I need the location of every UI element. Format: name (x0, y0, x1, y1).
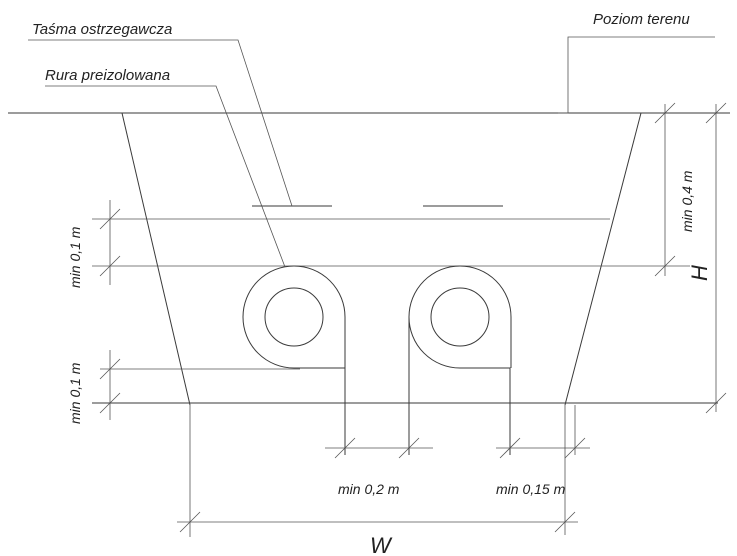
trench-right-wall (564, 112, 642, 406)
leader-warning-tape (28, 39, 293, 207)
leader-preizolowana (45, 85, 286, 268)
preinsulated-pipe-left (242, 265, 346, 455)
label-dim-pipe-to-bottom: min 0,1 m (67, 362, 83, 424)
label-dim-side-gap: min 0,15 m (496, 481, 566, 497)
leader-ground-level (558, 36, 715, 114)
trench-left-wall (121, 112, 191, 406)
pipe-right-inner (430, 287, 490, 347)
label-warning-tape: Taśma ostrzegawcza (32, 21, 172, 38)
label-ground-level: Poziom terenu (593, 11, 690, 28)
preinsulated-pipe-right (408, 265, 512, 455)
label-preinsulated-pipe: Rura preizolowana (45, 67, 170, 84)
pipe-left-inner (264, 287, 324, 347)
label-dim-tape-to-pipe: min 0,1 m (67, 226, 83, 288)
label-dim-cover-depth: min 0,4 m (679, 170, 695, 232)
label-dim-pipe-gap: min 0,2 m (338, 481, 400, 497)
label-dim-trench-depth: H (687, 265, 712, 281)
label-dim-trench-width: W (370, 533, 393, 556)
